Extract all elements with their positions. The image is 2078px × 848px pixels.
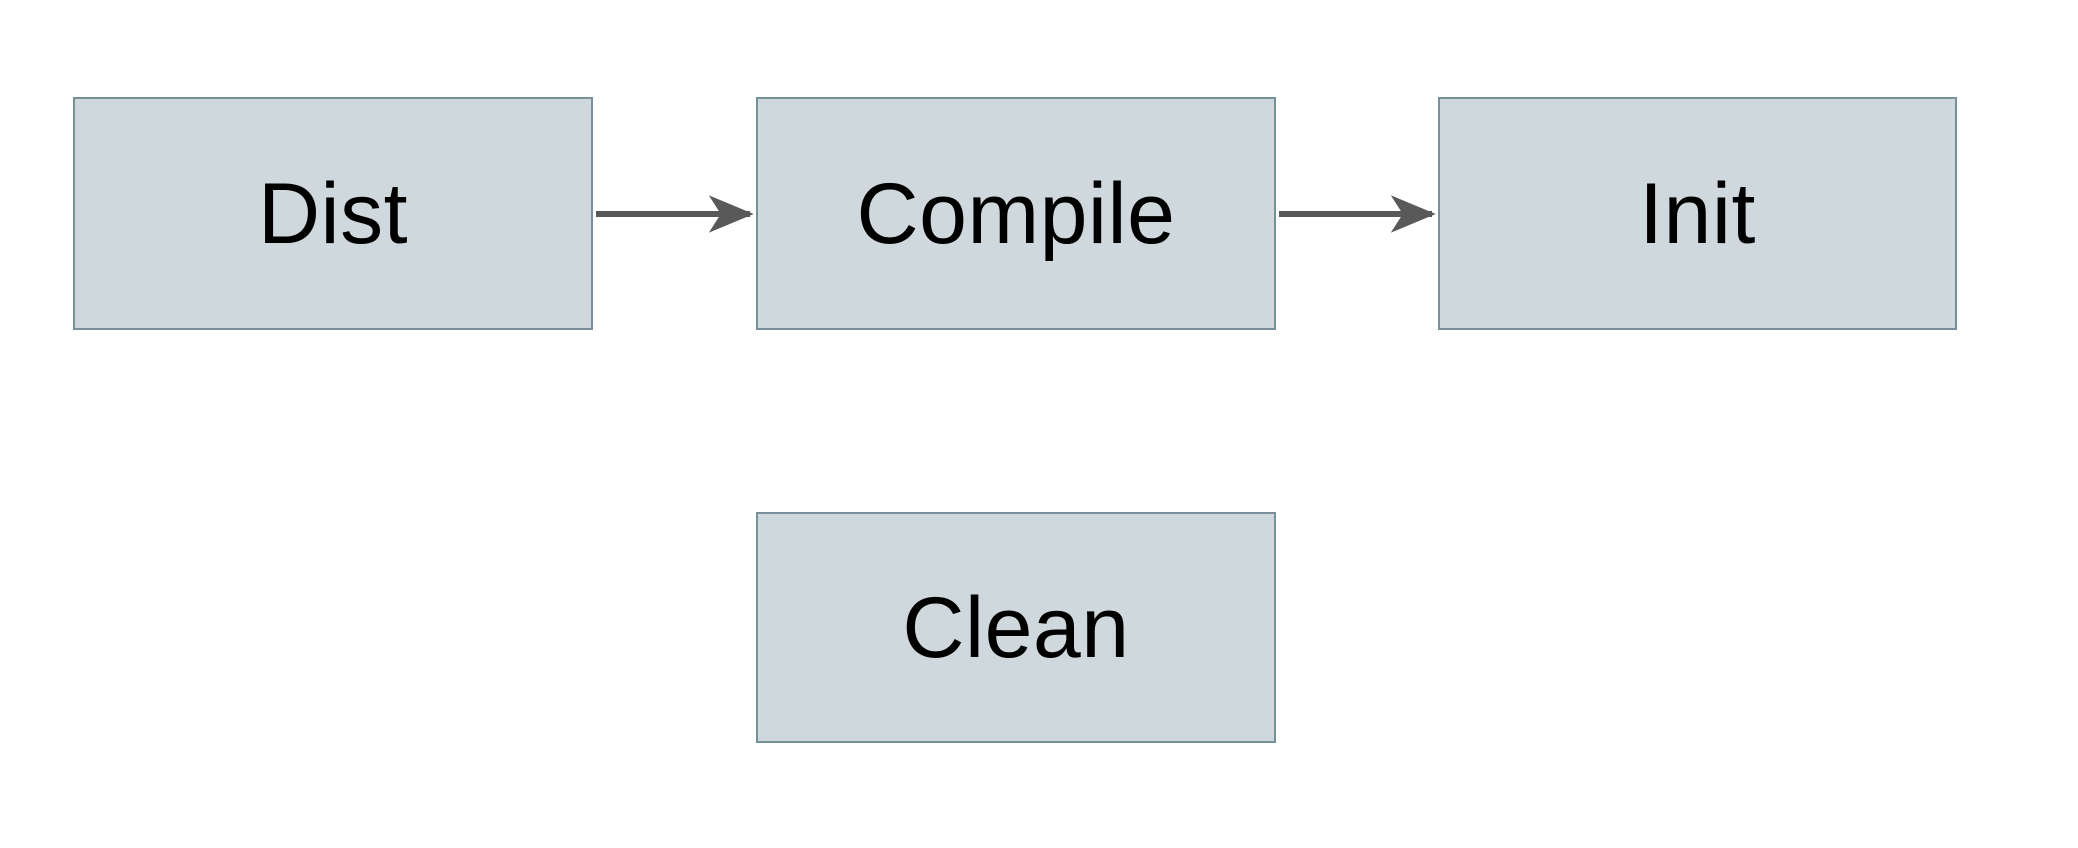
node-init-label: Init — [1639, 165, 1756, 262]
node-compile: Compile — [756, 97, 1276, 330]
node-init: Init — [1438, 97, 1957, 330]
node-clean: Clean — [756, 512, 1276, 743]
node-dist: Dist — [73, 97, 593, 330]
node-clean-label: Clean — [902, 579, 1130, 676]
node-compile-label: Compile — [856, 165, 1176, 262]
node-dist-label: Dist — [257, 165, 409, 262]
